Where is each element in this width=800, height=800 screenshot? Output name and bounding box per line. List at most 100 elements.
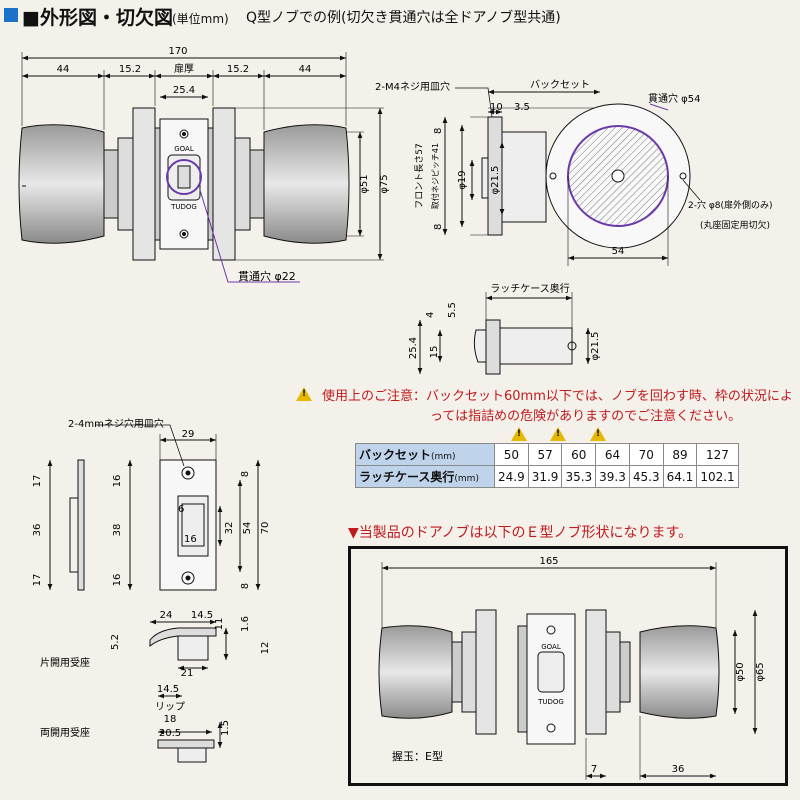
e-type-frame <box>348 546 788 786</box>
latch-view <box>417 292 591 375</box>
e-left-knob <box>378 625 453 719</box>
double-label: 両開用受座 <box>40 726 90 739</box>
backset-label: バックセット <box>530 79 590 91</box>
side-dim8b: 8 <box>433 224 444 230</box>
strike-dim16b: 16 <box>112 574 123 587</box>
header-marker <box>4 8 18 22</box>
dim-door-thickness: 扉厚 <box>174 62 194 75</box>
page-title: ■外形図・切欠図 <box>22 7 173 29</box>
strike-view <box>47 424 261 591</box>
e-dia65: φ65 <box>755 662 766 681</box>
single-dim52: 5.2 <box>110 634 121 650</box>
table-cell: 70 <box>628 443 664 466</box>
row-header-latch: ラッチケース奥行(mm) <box>355 465 495 488</box>
right-knob <box>263 124 350 244</box>
table-cell: 35.3 <box>561 465 597 488</box>
dim-rose-left: 15.2 <box>119 64 141 75</box>
front-view <box>18 52 384 283</box>
double-dim18: 18 <box>164 714 177 725</box>
dim-dia75: φ75 <box>379 174 390 193</box>
e-type-view <box>378 562 758 780</box>
strike-dim8b: 8 <box>240 583 251 589</box>
front-length-label: フロント長さ57 <box>414 143 425 208</box>
e-brand-bottom: TUDOG <box>537 698 564 706</box>
latch-dim4: 4 <box>425 312 436 318</box>
strike-dim17b: 17 <box>32 574 43 587</box>
single-dim24: 24 <box>160 610 173 621</box>
single-dim11: 11 <box>214 618 225 631</box>
caution-line2: っては指詰めの危険がありますのでご注意ください。 <box>430 409 742 424</box>
strike-dim32: 32 <box>224 522 235 535</box>
side-screw-label: 2-M4ネジ用皿穴 <box>375 80 450 93</box>
brand-bottom: TUDOG <box>170 203 197 211</box>
e-dim165: 165 <box>539 556 558 567</box>
round-holes-label: 2-穴 φ8(扉外側のみ) <box>688 199 773 211</box>
dim-plate-width: 25.4 <box>173 85 195 96</box>
table-cell: 31.9 <box>527 465 563 488</box>
strike-dim54: 54 <box>242 522 253 535</box>
round-width: 54 <box>612 246 625 257</box>
round-through-hole: 貫通穴 φ54 <box>648 92 701 105</box>
latch-dim55: 5.5 <box>447 302 458 318</box>
strike-dim16a: 16 <box>112 475 123 488</box>
single-dim145: 14.5 <box>191 610 213 621</box>
strike-screw-label: 2-4mmネジ穴用皿穴 <box>68 417 164 430</box>
table-cell: 45.3 <box>628 465 664 488</box>
through-hole-label: 貫通穴 φ22 <box>238 269 296 283</box>
product-note: ▼当製品のドアノブは以下のＥ型ノブ形状になります。 <box>348 525 693 541</box>
e-dim7: 7 <box>591 764 597 775</box>
single-label: 片開用受座 <box>40 656 90 669</box>
mount-pitch-label: 取付ネジピッチ41 <box>430 143 440 209</box>
side-dim35: 3.5 <box>514 102 530 113</box>
single-dim21: 21 <box>181 668 194 679</box>
dim-dia51: φ51 <box>359 174 370 193</box>
side-dia215: φ21.5 <box>490 166 501 195</box>
table-cell: 50 <box>494 443 529 466</box>
through-hole-22 <box>166 159 202 195</box>
table-cell: 64 <box>595 443 630 466</box>
left-knob <box>18 124 105 244</box>
side-view <box>442 87 600 236</box>
double-dim205: 20.5 <box>159 728 181 739</box>
e-right-knob <box>639 625 720 719</box>
e-brand-top: GOAL <box>541 643 561 651</box>
table-cell: 60 <box>561 443 597 466</box>
e-dia50: φ50 <box>735 662 746 681</box>
single-dim12: 12 <box>260 642 271 655</box>
warning-icon: ! <box>296 387 312 401</box>
strike-dim29: 29 <box>182 429 195 440</box>
table-cell: 39.3 <box>595 465 630 488</box>
table-row: バックセット(mm) 50 57 60 64 70 89 127 <box>355 443 739 466</box>
warning-icon: ! <box>511 427 527 441</box>
side-dim10: 10 <box>490 102 503 113</box>
warning-icon: ! <box>590 427 606 441</box>
latch-dia215: φ21.5 <box>590 332 601 361</box>
strike-dim38: 38 <box>112 524 123 537</box>
backset-table: バックセット(mm) 50 57 60 64 70 89 127 ラッチケース奥… <box>355 443 739 488</box>
double-lip: リップ <box>155 701 185 713</box>
double-dim145: 14.5 <box>157 684 179 695</box>
strike-dim8a: 8 <box>240 471 251 477</box>
table-cell: 24.9 <box>494 465 529 488</box>
warning-icon: ! <box>550 427 566 441</box>
table-cell: 127 <box>696 443 739 466</box>
table-cell: 57 <box>527 443 563 466</box>
strike-dim36: 36 <box>32 524 43 537</box>
dim-knob-left: 44 <box>57 64 70 75</box>
latch-dim15: 15 <box>429 346 440 359</box>
e-dim36: 36 <box>672 764 685 775</box>
side-dim8a: 8 <box>433 128 444 134</box>
side-dia19: φ19 <box>457 170 468 189</box>
row-header-backset: バックセット(mm) <box>355 443 495 466</box>
dim-overall: 170 <box>168 46 187 57</box>
strike-single <box>149 619 229 671</box>
table-cell: 64.1 <box>662 465 698 488</box>
double-dim15: 1.5 <box>220 720 231 736</box>
strike-dim70: 70 <box>260 522 271 535</box>
page-subtitle: Q型ノブでの例(切欠き貫通穴は全ドアノブ型共通) <box>246 10 561 26</box>
dim-rose-right: 15.2 <box>227 64 249 75</box>
strike-dim6: 6 <box>178 504 184 515</box>
unit-label: (単位mm) <box>172 12 229 26</box>
strike-dim17a: 17 <box>32 475 43 488</box>
